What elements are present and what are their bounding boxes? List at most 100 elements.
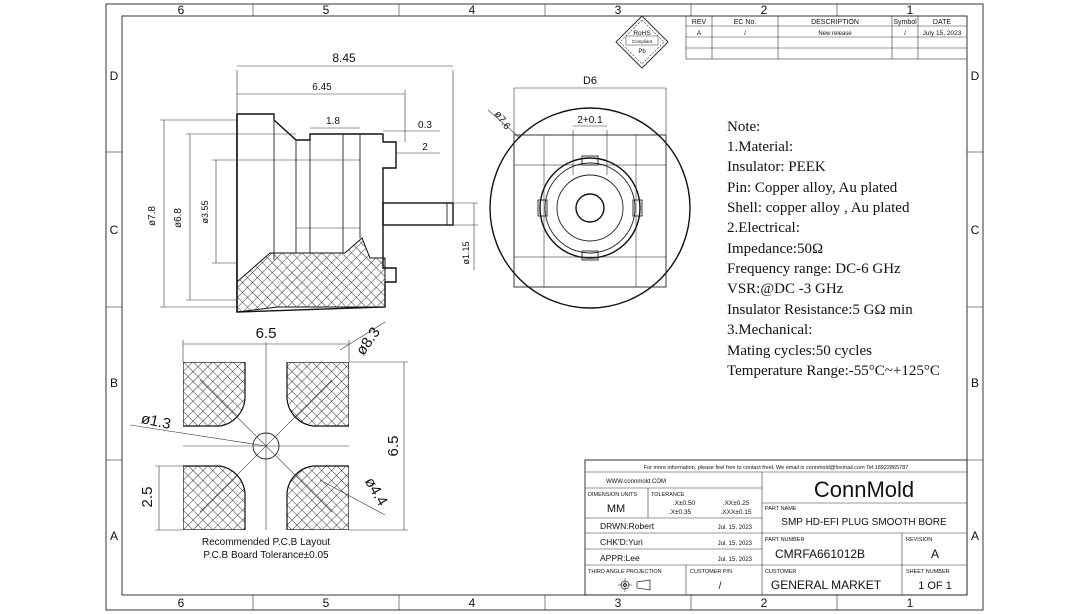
sheet-label: SHEET NUMBER [906,569,950,575]
dim-dia-6-8: ø6.8 [173,208,184,228]
rev-header-rev: REV [692,19,707,26]
tolerance-xx: .XX±0.25 [723,500,750,507]
dimension-units-value: MM [607,503,625,515]
rev-cell-symbol: / [904,30,906,37]
zone-col-top-1: 1 [907,3,914,17]
zone-row-left-B: B [110,376,118,390]
rev-header-date: DATE [933,19,951,26]
approved-date: Jul. 15, 2023 [718,557,753,563]
part-number-value: CMRFA661012B [775,547,865,561]
side-view: 8.45 6.45 1.8 0.3 2 ø7.8 ø6.8 ø3.55 ø1.1… [147,51,478,313]
tolerance-xxx: .XXX±0.15 [720,509,751,516]
pcb-dim-2-5: 2.5 [139,487,156,508]
tolerance-label: TOLERANCE [651,492,685,498]
company-name: ConnMold [814,477,914,502]
note-line-0: Note: [727,119,760,135]
pcb-dim-dia-4-4: ø4.4 [361,475,391,509]
customer-value: GENERAL MARKET [771,578,882,592]
zone-col-top-5: 5 [323,3,330,17]
zone-col-bottom-3: 3 [615,596,622,610]
title-contact: For more information, please feel free t… [644,465,909,471]
zone-row-left-C: C [110,223,119,237]
part-name-label: PART NAME [765,506,797,512]
dim-8-45: 8.45 [332,51,356,65]
note-line-3: Pin: Copper alloy, Au plated [727,180,898,196]
dim-dia-3-55: ø3.55 [200,200,210,223]
note-line-7: Frequency range: DC-6 GHz [727,261,901,277]
note-line-9: Insulator Resistance:5 GΩ min [727,302,913,318]
third-angle-projection-icon [618,578,651,592]
customer-pn-value: / [719,581,722,592]
zone-row-left-D: D [110,69,119,83]
pcb-dim-6-5-horizontal: 6.5 [256,325,277,342]
projection-label: THIRD ANGLE PROJECTION [588,569,662,575]
rohs-text: RoHS [633,30,651,37]
zone-row-right-D: D [971,69,980,83]
zone-row-left-A: A [110,529,118,543]
rev-header-ec: EC No. [734,19,757,26]
checked-date: Jul. 15, 2023 [718,541,753,547]
dim-0-3: 0.3 [418,120,432,131]
checked-by: CHK'D:Yuri [600,537,643,547]
drawn-by: DRWN:Robert [600,521,655,531]
revision-value: A [931,547,939,561]
zone-row-right-B: B [971,376,979,390]
tolerance-x2: .X±0.35 [669,509,692,516]
zone-ticks [106,4,983,610]
pcb-dim-dia-8-3: ø8.3 [353,324,384,358]
part-name-value: SMP HD-EFI PLUG SMOOTH BORE [781,517,947,528]
pcb-caption-tolerance: P.C.B Board Tolerance±0.05 [203,550,329,561]
customer-label: CUSTOMER [765,569,796,575]
rohs-logo: RoHS Compliant Pb [615,15,669,69]
zone-col-top-3: 3 [615,3,622,17]
title-website: WWW.connmold.COM [606,479,666,485]
zone-col-top-4: 4 [469,3,476,17]
rev-cell-ec: / [744,30,746,37]
dim-1-8: 1.8 [326,116,340,127]
dimension-units-label: DIMENSION UNITS [588,492,638,498]
drawn-date: Jul. 15, 2023 [718,525,753,531]
pcb-layout: 6.5 ø8.3 ø1.3 6.5 2.5 ø4.4 Recommended P… [129,321,408,561]
zone-col-bottom-1: 1 [907,596,914,610]
note-line-10: 3.Mechanical: [727,322,812,338]
revision-table: REV EC No. DESCRIPTION Symbol DATE A / N… [685,15,968,60]
pcb-dim-6-5-vertical: 6.5 [385,436,402,457]
dim-2: 2 [422,142,428,153]
zone-col-bottom-6: 6 [178,596,185,610]
rev-cell-description: New release [818,31,852,37]
pcb-dim-dia-1-3: ø1.3 [139,410,172,433]
note-line-5: 2.Electrical: [727,220,800,236]
rev-header-description: DESCRIPTION [811,19,859,26]
part-number-label: PART NUMBER [765,537,804,543]
rohs-pb-text: Pb [638,49,646,55]
sheet-value: 1 OF 1 [918,580,952,592]
note-line-8: VSR:@DC -3 GHz [727,281,844,297]
zone-row-right-A: A [971,529,979,543]
rev-cell-rev: A [697,30,702,37]
dim-2-plus-0-1: 2+0.1 [577,115,603,126]
rev-header-symbol: Symbol [893,19,917,26]
zone-col-top-2: 2 [761,3,768,17]
inner-frame [121,15,968,596]
pcb-caption-layout: Recommended P.C.B Layout [202,537,330,548]
approved-by: APPR:Lee [600,553,640,563]
zone-col-top-6: 6 [178,3,185,17]
note-line-12: Temperature Range:-55°C~+125°C [727,363,940,379]
note-line-11: Mating cycles:50 cycles [727,343,872,359]
dim-dia-7-8: ø7.8 [147,206,158,226]
rev-cell-date: July 15, 2023 [923,30,962,37]
zone-col-bottom-4: 4 [469,596,476,610]
zone-col-bottom-2: 2 [761,596,768,610]
note-line-2: Insulator: PEEK [727,159,826,175]
dim-d6: D6 [583,75,597,87]
note-line-1: 1.Material: [727,139,793,155]
customer-pn-label: CUSTOMER P/N [690,569,732,575]
front-view: 2+0.1 D6 ø7.6 [487,75,691,309]
notes: Note: 1.Material: Insulator: PEEK Pin: C… [727,119,940,379]
tolerance-x: .X±0.50 [673,500,696,507]
zone-col-bottom-5: 5 [323,596,330,610]
note-line-4: Shell: copper alloy , Au plated [727,200,910,216]
note-line-6: Impedance:50Ω [727,241,823,257]
dim-dia-1-15: ø1.15 [461,241,471,264]
